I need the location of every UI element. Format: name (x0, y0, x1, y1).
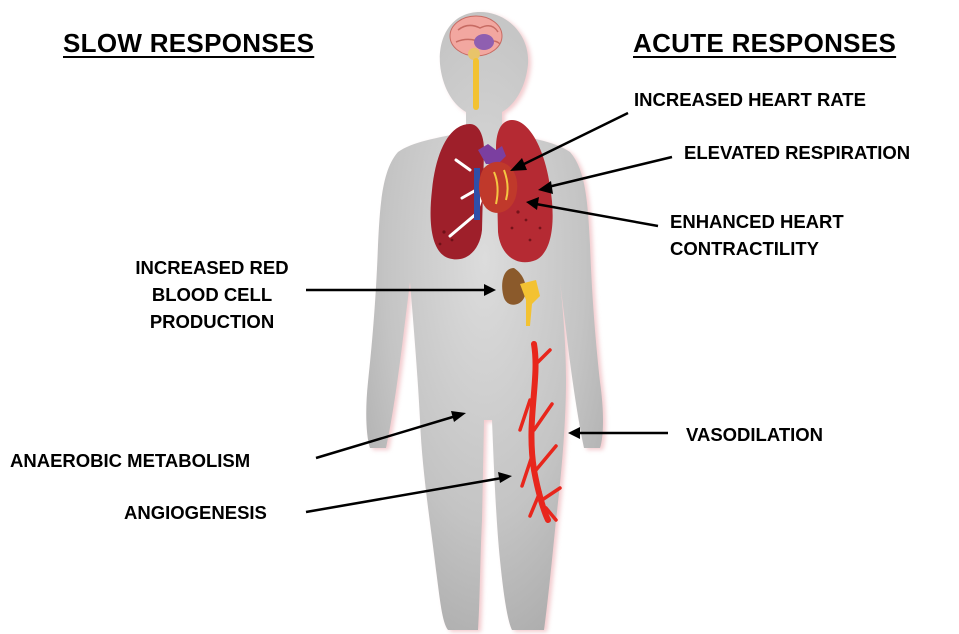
label-line: BLOOD CELL (120, 281, 304, 308)
acute-responses-heading: ACUTE RESPONSES (633, 28, 896, 59)
label-line: ENHANCED HEART (670, 208, 844, 235)
label-line: PRODUCTION (120, 308, 304, 335)
body-silhouette (366, 12, 606, 632)
label-increased-rbc-production: INCREASED RED BLOOD CELL PRODUCTION (120, 254, 304, 335)
slow-responses-heading: SLOW RESPONSES (63, 28, 314, 59)
label-enhanced-heart-contractility: ENHANCED HEART CONTRACTILITY (670, 208, 844, 262)
label-vasodilation: VASODILATION (686, 421, 823, 448)
label-anaerobic-metabolism: ANAEROBIC METABOLISM (10, 447, 250, 474)
label-angiogenesis: ANGIOGENESIS (124, 499, 267, 526)
label-line: INCREASED RED (120, 254, 304, 281)
label-increased-heart-rate: INCREASED HEART RATE (634, 86, 866, 113)
label-line: CONTRACTILITY (670, 235, 844, 262)
label-elevated-respiration: ELEVATED RESPIRATION (684, 139, 910, 166)
